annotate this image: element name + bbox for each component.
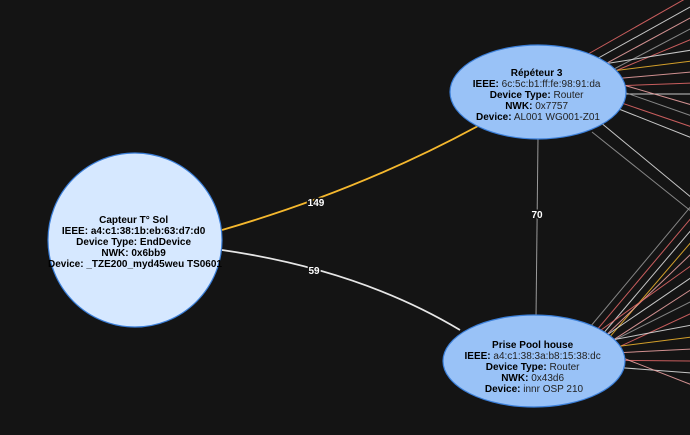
node-repeteur-device-key: Device: <box>476 112 512 123</box>
node-prise-nwk-key: NWK: <box>501 373 528 384</box>
link-label-repeteur-prise: 70 <box>531 210 543 221</box>
node-capteur-nwk-key: NWK: <box>101 248 128 259</box>
link-capteur-prise[interactable] <box>221 249 461 331</box>
node-capteur-label: Capteur T° Sol IEEE: a4:c1:38:1b:eb:63:d… <box>48 215 222 270</box>
node-capteur-ieee: a4:c1:38:1b:eb:63:d7:d0 <box>91 226 206 237</box>
node-prise-nwk: 0x43d6 <box>531 373 564 384</box>
node-repeteur-label: Répéteur 3 IEEE: 6c:5c:b1:ff:fe:98:91:da… <box>473 68 603 123</box>
node-repeteur-device: AL001 WG001-Z01 <box>514 112 601 123</box>
node-capteur-shape[interactable] <box>47 152 223 328</box>
link-label-capteur-prise: 59 <box>308 266 320 277</box>
node-repeteur-nwk: 0x7757 <box>535 101 568 112</box>
node-capteur[interactable]: Capteur T° Sol IEEE: a4:c1:38:1b:eb:63:d… <box>47 152 223 328</box>
node-repeteur-ieee: 6c:5c:b1:ff:fe:98:91:da <box>502 79 601 90</box>
node-repeteur-title: Répéteur 3 <box>511 68 563 79</box>
node-capteur-type: EndDevice <box>140 237 192 248</box>
node-capteur-nwk: 0x6bb9 <box>131 248 166 259</box>
offscreen-link-prise <box>579 218 690 351</box>
node-capteur-device: _TZE200_myd45weu TS0601 <box>85 259 222 270</box>
node-prise-type-key: Device Type: <box>486 362 547 373</box>
offscreen-link-repeteur <box>591 131 690 212</box>
node-capteur-type-key: Device Type: <box>76 237 137 248</box>
node-prise-device-key: Device: <box>485 384 521 395</box>
node-prise[interactable]: Prise Pool house IEEE: a4:c1:38:3a:b8:15… <box>442 314 626 408</box>
node-capteur-device-key: Device: <box>48 259 84 270</box>
link-label-capteur-repeteur: 149 <box>308 198 325 209</box>
link-capteur-repeteur[interactable] <box>221 125 479 231</box>
node-prise-type: Router <box>549 362 580 373</box>
link-repeteur-prise[interactable] <box>535 137 539 319</box>
node-prise-label: Prise Pool house IEEE: a4:c1:38:3a:b8:15… <box>465 340 604 395</box>
node-repeteur-ieee-key: IEEE: <box>473 79 499 90</box>
node-prise-device: innr OSP 210 <box>523 384 583 395</box>
node-capteur-title: Capteur T° Sol <box>99 215 168 226</box>
node-prise-title: Prise Pool house <box>492 340 574 351</box>
node-prise-ieee-key: IEEE: <box>465 351 491 362</box>
node-repeteur[interactable]: Répéteur 3 IEEE: 6c:5c:b1:ff:fe:98:91:da… <box>449 44 627 140</box>
node-repeteur-type: Router <box>553 90 584 101</box>
node-repeteur-type-key: Device Type: <box>490 90 551 101</box>
node-prise-ieee: a4:c1:38:3a:b8:15:38:dc <box>493 351 600 362</box>
node-repeteur-shape[interactable] <box>449 44 627 140</box>
offscreen-link-prise <box>574 206 690 346</box>
node-prise-shape[interactable] <box>442 314 626 408</box>
node-capteur-ieee-key: IEEE: <box>62 226 88 237</box>
node-repeteur-nwk-key: NWK: <box>505 101 532 112</box>
offscreen-link-repeteur <box>599 121 690 197</box>
